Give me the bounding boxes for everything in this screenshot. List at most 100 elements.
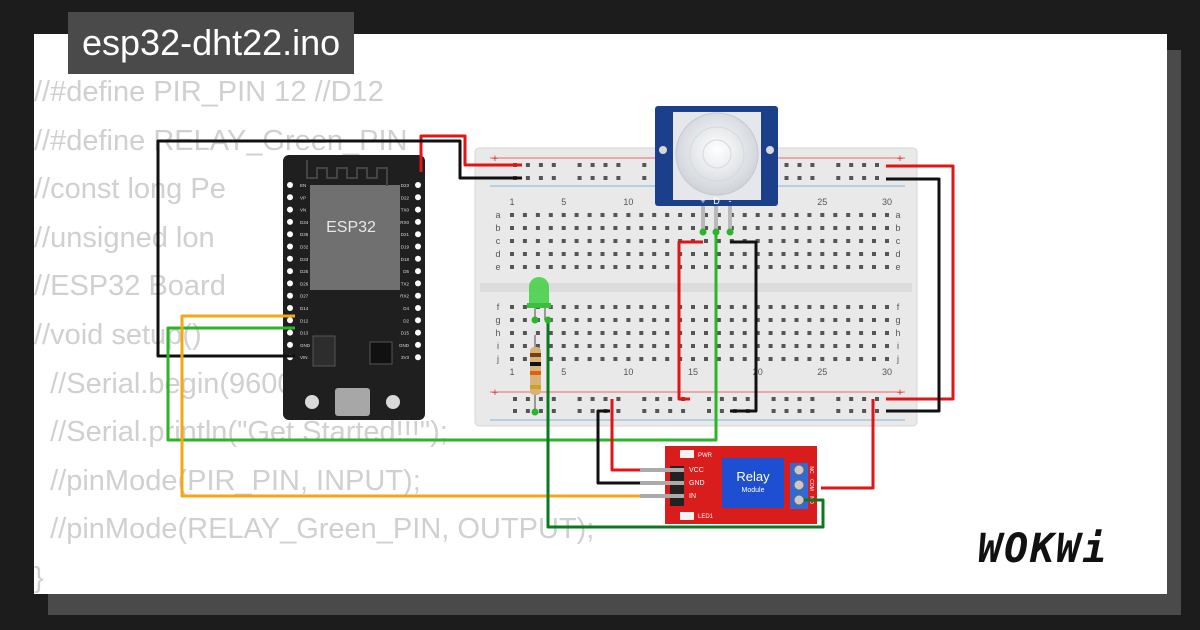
wire-red-relay-vcc-lead	[610, 399, 640, 472]
esp32-pin-label: D13	[300, 331, 309, 336]
code-listing: //#define PIR_PIN 12 //D12//#define RELA…	[34, 68, 594, 603]
esp32-pin-label: TX2	[401, 281, 410, 286]
code-line: //pinMode(RELAY_Green_PIN, OUTPUT);	[34, 513, 595, 546]
code-line: //ESP32 Board	[34, 270, 226, 303]
esp32-pin-label: EN	[300, 183, 306, 188]
esp32-chip-label: ESP32	[326, 219, 376, 236]
esp32-pin	[415, 305, 421, 311]
row-letter: c	[896, 236, 901, 246]
wire-black-pir-gnd	[730, 240, 758, 413]
column-number: 10	[623, 367, 633, 377]
pir-pin-label: D	[713, 196, 720, 206]
row-letter: a	[895, 210, 900, 220]
esp32-pin	[415, 292, 421, 299]
column-number: 15	[688, 367, 698, 377]
relay-pin-gnd: GND	[689, 480, 705, 487]
row-letter: g	[895, 315, 900, 325]
esp32-pin	[287, 317, 293, 324]
wire-red-pir-vcc	[677, 240, 703, 401]
column-number: 30	[882, 197, 892, 207]
esp32-pin-label: D35	[300, 232, 309, 237]
esp32-pin-label: VIN	[300, 355, 308, 360]
column-number: 25	[817, 367, 827, 377]
wire-red-relay-vcc	[821, 399, 875, 490]
code-line: //#define PIR_PIN 12 //D12	[34, 76, 384, 108]
esp32-pin	[287, 206, 293, 213]
esp32-pin-label: D26	[300, 281, 309, 286]
esp32-pin-label: D27	[300, 294, 309, 299]
row-letter: b	[895, 223, 900, 233]
esp32-pin	[287, 305, 293, 311]
relay-led-label: LED1	[698, 514, 714, 520]
esp32-pin	[415, 243, 421, 250]
row-letter: b	[495, 223, 500, 233]
esp32-pin	[287, 341, 293, 348]
row-letter: h	[895, 328, 900, 338]
esp32-pin-label: D22	[401, 195, 410, 200]
row-letter: c	[496, 236, 501, 246]
esp32-pin-label: D32	[300, 245, 309, 250]
wire-green-pir-signal	[166, 232, 718, 442]
esp32-pin-label: VP	[300, 195, 306, 200]
resistor	[530, 335, 541, 412]
esp32-pin	[415, 218, 421, 225]
row-letter: g	[495, 315, 500, 325]
code-line: }	[34, 561, 44, 594]
row-letter: j	[896, 354, 899, 364]
wire-red-right-rail	[886, 164, 955, 401]
esp32-pin	[287, 243, 293, 250]
relay-pin-in: IN	[689, 493, 696, 500]
row-letter: i	[897, 341, 899, 351]
relay-pwr-label: PWR	[698, 453, 713, 459]
wire-darkgreen-led-to-relay	[546, 320, 825, 529]
column-number: 20	[753, 367, 763, 377]
esp32-pin	[415, 268, 421, 275]
esp32-pin	[287, 182, 293, 188]
wokwi-logo: WOKWi	[978, 526, 1109, 572]
column-number: 5	[561, 197, 566, 207]
esp32-pin-label: D19	[401, 245, 410, 250]
esp32-pin	[287, 280, 293, 287]
esp32-pin	[415, 182, 421, 188]
esp32-pin	[415, 354, 421, 361]
pir-sensor: +D-	[655, 106, 778, 232]
esp32-pin-label: RX2	[400, 294, 409, 299]
esp32-pin	[415, 317, 421, 324]
row-letter: f	[897, 302, 900, 312]
esp32-pin-label: D2	[403, 318, 409, 323]
rail-plus-label: +	[492, 387, 498, 399]
code-line: //Serial.println("Get Started!!!");	[34, 416, 448, 449]
esp32-pin-label: D4	[403, 306, 409, 311]
esp32-pin-label: D14	[300, 306, 309, 311]
esp32-pin	[287, 255, 293, 262]
wire-red-esp32-to-rail	[419, 134, 522, 172]
row-letter: d	[495, 249, 500, 259]
row-letter: f	[497, 302, 500, 312]
breadboard-holes	[510, 163, 889, 413]
esp32-pin-label: D15	[401, 331, 410, 336]
esp32-pin-label: D25	[300, 269, 309, 274]
esp32-pin	[415, 255, 421, 262]
esp32-pin	[415, 231, 421, 238]
esp32-board: ESP32 ENVPVND34D35D32D33D25D26D27D14D12D…	[283, 155, 425, 420]
esp32-pin-label: TX0	[401, 208, 410, 213]
relay-terminal-label: COM	[808, 479, 814, 491]
rail-plus-label: +	[897, 387, 903, 399]
column-number: 1	[509, 197, 514, 207]
column-number: 10	[623, 197, 633, 207]
column-number: 25	[817, 197, 827, 207]
project-title: esp32-dht22.ino	[68, 12, 355, 74]
pir-pin-labels: +D-	[700, 196, 731, 206]
esp32-pin	[287, 292, 293, 299]
row-letter: h	[495, 328, 500, 338]
esp32-pin-label: D34	[300, 220, 309, 225]
esp32-pin	[287, 268, 293, 275]
esp32-pin-label: RX0	[400, 220, 409, 225]
esp32-pin	[415, 280, 421, 287]
relay-terminal-label: NC	[808, 466, 814, 474]
esp32-pin-label: D33	[300, 257, 309, 262]
column-number: 5	[561, 367, 566, 377]
